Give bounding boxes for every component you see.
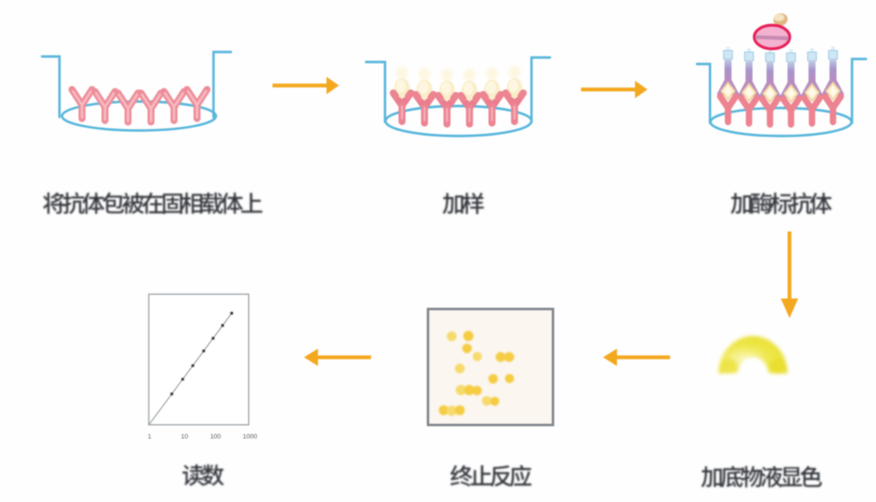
svg-text:1000: 1000: [243, 434, 258, 441]
svg-text:10: 10: [181, 434, 189, 441]
svg-text:1: 1: [148, 434, 152, 441]
svg-text:100: 100: [210, 434, 221, 441]
